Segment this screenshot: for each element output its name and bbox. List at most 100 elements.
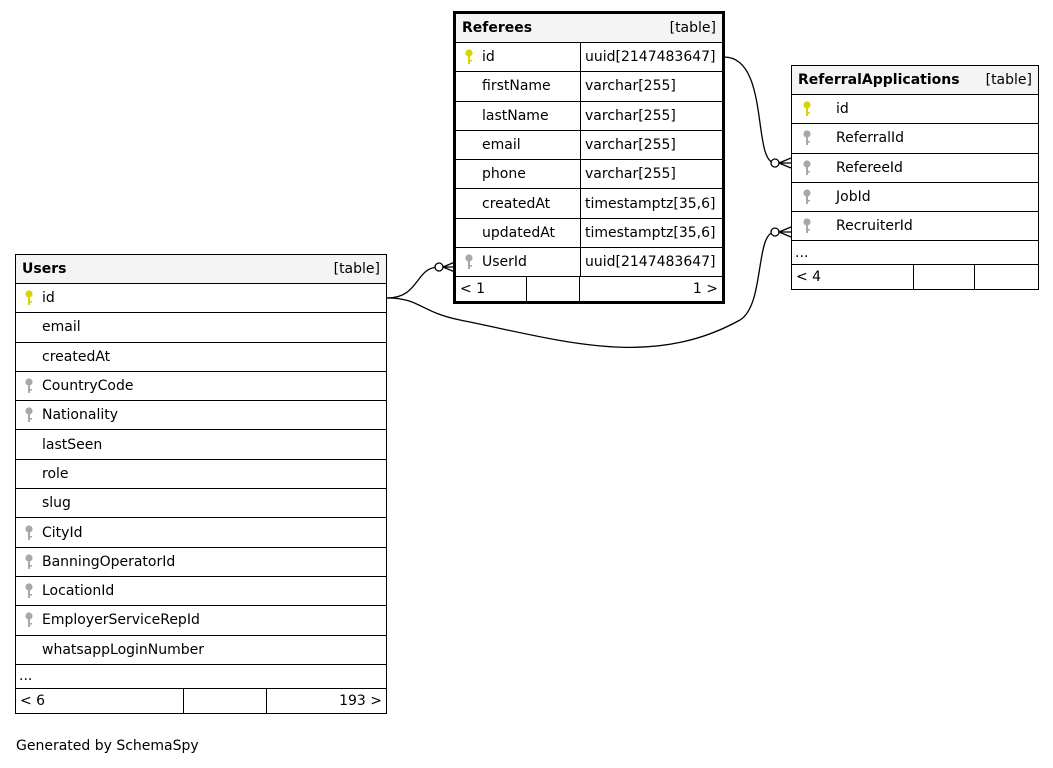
more-columns-ellipsis: ... (792, 241, 1038, 266)
column-name: BanningOperatorId (42, 553, 176, 570)
column-name-cell: lastName (456, 102, 580, 130)
connector-optional-marker (434, 262, 444, 272)
column-name-cell: slug (16, 489, 386, 517)
column-name-cell: ReferralId (792, 124, 1038, 152)
column-row[interactable]: id uuid[2147483647] (456, 43, 722, 73)
column-name: Nationality (42, 407, 119, 424)
column-type: uuid[2147483647] (580, 248, 722, 277)
table-title: Referees (462, 20, 533, 36)
table-footer: < 4 (792, 265, 1038, 290)
column-row[interactable]: ReferralId (792, 124, 1038, 154)
column-name-cell: id (792, 95, 1038, 123)
column-name-cell: email (16, 313, 386, 341)
column-type: varchar[255] (580, 101, 722, 130)
footer-spacer (183, 688, 267, 713)
column-row[interactable]: BanningOperatorId (16, 548, 386, 577)
column-name: RefereeId (836, 159, 903, 176)
column-row[interactable]: CountryCode (16, 372, 386, 402)
column-row[interactable]: updatedAt timestamptz[35,6] (456, 218, 722, 249)
column-row[interactable]: id (16, 284, 386, 314)
column-name-cell: CountryCode (16, 372, 386, 400)
column-row[interactable]: CityId (16, 518, 386, 548)
column-name: ReferralId (836, 130, 905, 147)
column-name-cell: CityId (16, 518, 386, 546)
column-name: id (42, 290, 55, 307)
column-row[interactable]: email (16, 313, 386, 343)
table-kind: [table] (669, 20, 716, 36)
table-footer: < 1 1 > (456, 277, 722, 302)
footer-children-count[interactable] (975, 265, 1038, 289)
column-name: UserId (482, 254, 527, 271)
column-name: email (482, 137, 521, 154)
table-kind: [table] (985, 72, 1032, 88)
column-name: updatedAt (482, 224, 556, 241)
column-row[interactable]: Nationality (16, 401, 386, 431)
column-name: createdAt (482, 195, 551, 212)
referralapplications-table-header[interactable]: ReferralApplications [table] (792, 66, 1038, 95)
column-row[interactable]: createdAt (16, 343, 386, 372)
column-name: firstName (482, 78, 551, 95)
generated-by-label: Generated by SchemaSpy (16, 738, 199, 754)
column-row[interactable]: whatsappLoginNumber (16, 636, 386, 665)
footer-children-count[interactable]: 1 > (692, 281, 718, 298)
foreign-key-icon (22, 524, 36, 542)
table-title: ReferralApplications (798, 72, 960, 88)
footer-children-count[interactable]: 193 > (339, 692, 382, 709)
column-name: LocationId (42, 583, 115, 600)
footer-parents-count[interactable]: < 4 (796, 269, 822, 286)
column-row[interactable]: JobId (792, 183, 1038, 213)
column-name: phone (482, 166, 526, 183)
column-name-cell: id (456, 43, 580, 71)
foreign-key-icon (800, 159, 814, 177)
column-name: EmployerServiceRepId (42, 612, 200, 629)
column-row[interactable]: EmployerServiceRepId (16, 606, 386, 636)
column-name-cell: phone (456, 160, 580, 188)
column-name-cell: BanningOperatorId (16, 548, 386, 576)
column-row[interactable]: id (792, 95, 1038, 125)
column-name-cell: lastSeen (16, 430, 386, 458)
column-name: id (482, 49, 495, 66)
column-name: RecruiterId (836, 218, 913, 235)
connector-many-marker (778, 157, 792, 169)
column-name-cell: LocationId (16, 577, 386, 605)
foreign-key-icon (22, 582, 36, 600)
column-name: email (42, 319, 81, 336)
table-footer: < 6 193 > (16, 688, 386, 713)
footer-parents-count[interactable]: < 1 (460, 281, 486, 298)
column-name: lastSeen (42, 436, 103, 453)
column-row[interactable]: UserId uuid[2147483647] (456, 248, 722, 278)
column-name-cell: RefereeId (792, 154, 1038, 182)
column-row[interactable]: slug (16, 489, 386, 519)
referees-table-header[interactable]: Referees [table] (456, 14, 722, 43)
column-row[interactable]: role (16, 460, 386, 490)
column-name-cell: Nationality (16, 401, 386, 429)
column-row[interactable]: phone varchar[255] (456, 160, 722, 190)
primary-key-icon (800, 100, 814, 118)
connector-many-marker (778, 226, 792, 238)
column-name-cell: whatsappLoginNumber (16, 636, 386, 664)
users-table-header[interactable]: Users [table] (16, 255, 386, 284)
column-type: timestamptz[35,6] (580, 218, 722, 248)
column-name: whatsappLoginNumber (42, 641, 205, 658)
column-row[interactable]: RefereeId (792, 154, 1038, 183)
foreign-key-icon (22, 553, 36, 571)
column-name-cell: createdAt (16, 343, 386, 371)
column-row[interactable]: lastSeen (16, 430, 386, 460)
column-type: varchar[255] (580, 160, 722, 189)
connector-referees-referralapplications (723, 56, 776, 164)
footer-parents-count[interactable]: < 6 (20, 692, 46, 709)
column-row[interactable]: LocationId (16, 577, 386, 607)
column-row[interactable]: RecruiterId (792, 212, 1038, 242)
column-type: uuid[2147483647] (580, 43, 722, 72)
foreign-key-icon (800, 129, 814, 147)
table-title: Users (22, 261, 67, 277)
foreign-key-icon (22, 611, 36, 629)
